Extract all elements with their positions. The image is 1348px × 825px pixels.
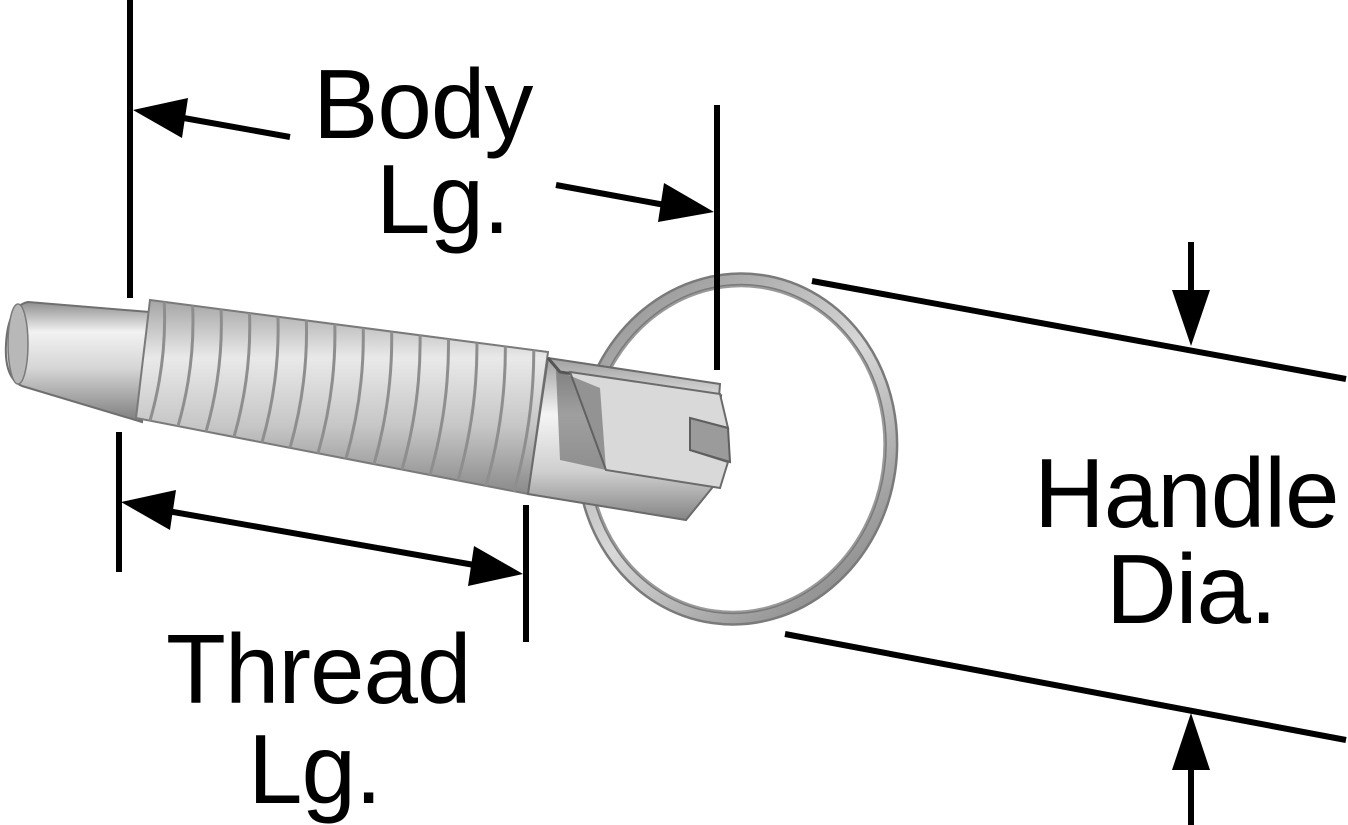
plunger-part: [4, 272, 899, 626]
thread-crest: [176, 305, 195, 427]
thread-length-left-arrowhead: [121, 490, 176, 530]
body-length-left-leader: [177, 114, 291, 140]
thread-crest: [372, 331, 394, 465]
handle-dia-bottom-extension: [784, 631, 1347, 743]
dimension-lines: [116, 0, 1347, 825]
thread-crest: [344, 327, 365, 460]
thread-crest: [148, 301, 167, 422]
thread-crest: [204, 309, 223, 432]
thread-crest: [512, 350, 536, 492]
thread-length-label-line2: Lg.: [248, 714, 382, 824]
thread-crest: [484, 346, 507, 487]
thread-crest: [428, 338, 451, 476]
thread-crest: [288, 320, 309, 449]
body-length-label-line1: Body: [313, 49, 533, 159]
handle-dia-label-line2: Dia.: [1106, 534, 1277, 644]
plunger-tip: [4, 300, 152, 424]
thread-length-label-line1: Thread: [166, 614, 472, 724]
thread-length-right-arrowhead: [468, 546, 523, 586]
handle-dia-bottom-arrowhead: [1172, 713, 1210, 770]
body-length-left-arrowhead: [133, 98, 188, 138]
thread-crest: [316, 324, 337, 454]
body-length-right-leader: [555, 182, 666, 208]
handle-dia-label-line1: Handle: [1034, 438, 1340, 548]
threaded-body: [134, 298, 550, 496]
thread-crest: [400, 335, 422, 470]
handle-dia-top-extension: [811, 278, 1347, 382]
thread-crest: [260, 316, 280, 443]
body-length-right-arrowhead: [658, 183, 714, 222]
shank-collar: [526, 356, 732, 522]
thread-crest: [456, 342, 479, 481]
thread-length-dimension-line: [161, 507, 481, 569]
body-length-label-line2: Lg.: [376, 144, 510, 254]
thread-crest: [232, 312, 252, 438]
handle-dia-top-arrowhead: [1172, 290, 1210, 346]
